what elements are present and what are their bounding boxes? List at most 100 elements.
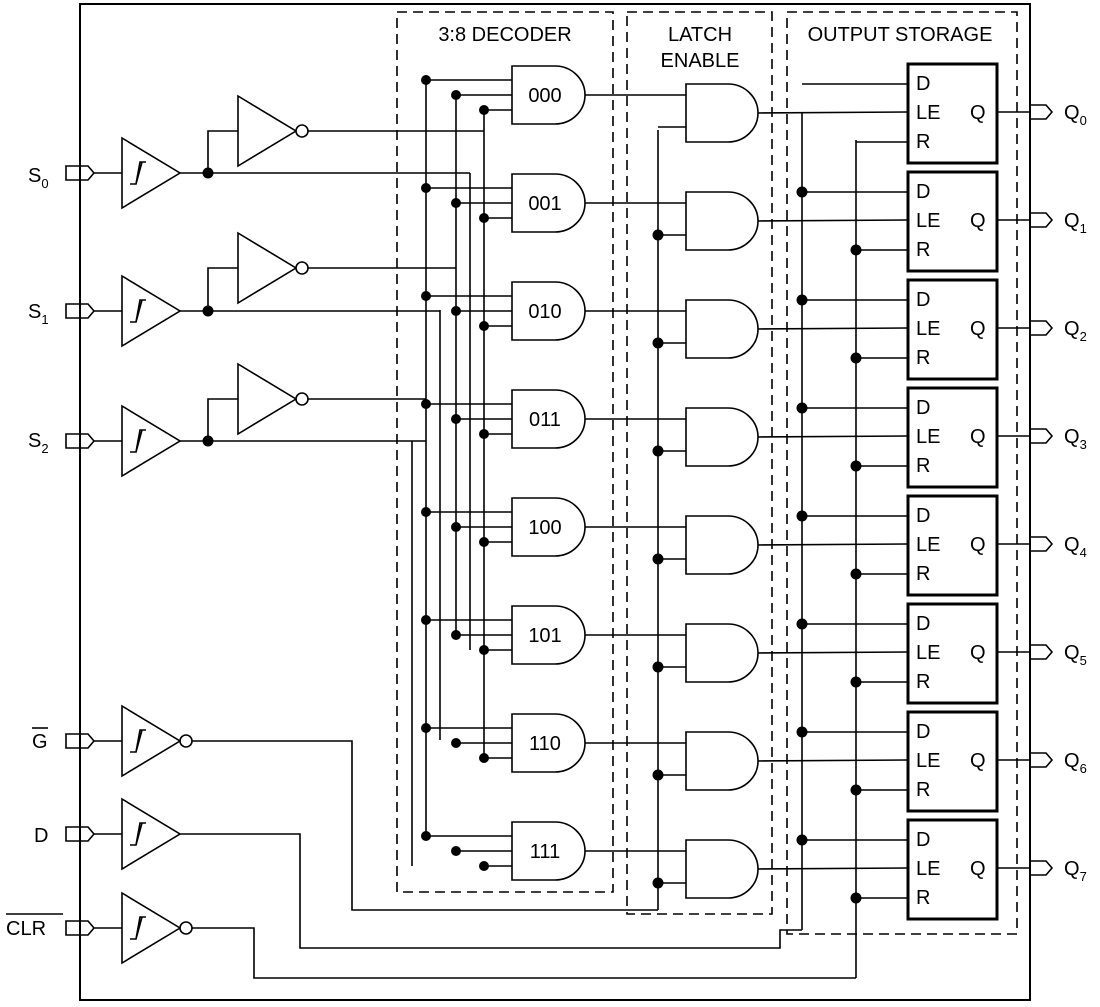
enable-to-le-wire bbox=[757, 759, 909, 762]
decoder-and-gate bbox=[511, 281, 586, 341]
decoder-row-junction bbox=[451, 522, 461, 532]
decoder-row-junction bbox=[421, 831, 431, 841]
decoder-row-junction bbox=[421, 75, 431, 85]
decoder-row-junction bbox=[451, 738, 461, 748]
decoder-row-junction bbox=[479, 429, 489, 439]
decoder-row-junction bbox=[421, 615, 431, 625]
decoder-row-junction bbox=[451, 414, 461, 424]
latch-box bbox=[906, 818, 999, 921]
latch-pin-r: R bbox=[916, 779, 930, 801]
select-inverters bbox=[237, 94, 309, 436]
latch-pin-le: LE bbox=[916, 318, 940, 340]
latch-box bbox=[906, 710, 999, 813]
decoder-row-junction bbox=[479, 861, 489, 871]
latch-pin-d: D bbox=[916, 721, 930, 743]
latch-title-line1: LATCH bbox=[668, 24, 732, 46]
enable-and-gate bbox=[685, 407, 759, 467]
latch-pin-d: D bbox=[916, 397, 930, 419]
decoder-rails bbox=[411, 80, 485, 866]
output-label: Q1 bbox=[1064, 210, 1087, 236]
decoder-code-label: 010 bbox=[528, 301, 561, 323]
decoder-row-junction bbox=[479, 537, 489, 547]
output-storage-section bbox=[786, 11, 1018, 935]
latch-enable-section bbox=[626, 11, 773, 915]
decoder-row-junction bbox=[421, 291, 431, 301]
decoder-row-junction bbox=[421, 399, 431, 409]
chip-outline bbox=[79, 3, 1031, 1001]
enable-to-le-wire bbox=[757, 543, 909, 546]
decoder-code-label: 101 bbox=[528, 625, 561, 647]
input-label-s0: S0 bbox=[28, 165, 49, 191]
enable-to-le-wire bbox=[757, 651, 909, 654]
latch-pin-r: R bbox=[916, 563, 930, 585]
latch-pin-le: LE bbox=[916, 102, 940, 124]
decoder-and-gate bbox=[511, 65, 586, 125]
output-pin bbox=[1029, 752, 1054, 768]
input-label-d: D bbox=[34, 825, 48, 847]
output-label: Q3 bbox=[1064, 426, 1087, 452]
control-rails bbox=[180, 112, 857, 979]
input-pins bbox=[65, 165, 96, 936]
latch-box bbox=[906, 602, 999, 705]
latch-box bbox=[906, 386, 999, 489]
output-label: Q5 bbox=[1064, 642, 1087, 668]
latch-pin-q: Q bbox=[970, 534, 986, 556]
latch-pin-r: R bbox=[916, 239, 930, 261]
enable-and-gate bbox=[685, 515, 759, 575]
latch-pin-d: D bbox=[916, 505, 930, 527]
input-label-clr: CLR bbox=[6, 918, 46, 940]
schmitt-buffers bbox=[121, 136, 193, 965]
latch-pin-q: Q bbox=[970, 210, 986, 232]
select-junctions bbox=[202, 167, 214, 447]
enable-to-le-wire bbox=[757, 867, 909, 870]
storage-title: OUTPUT STORAGE bbox=[808, 24, 993, 46]
enable-and-gate bbox=[685, 839, 759, 899]
latch-pin-r: R bbox=[916, 347, 930, 369]
latch-pin-le: LE bbox=[916, 426, 940, 448]
decoder-row-junction bbox=[479, 105, 489, 115]
decoder-row-junction bbox=[421, 183, 431, 193]
input-label-s1: S1 bbox=[28, 301, 49, 327]
decoder-section bbox=[396, 11, 614, 893]
select-wires bbox=[180, 130, 484, 442]
decoder-and-gate bbox=[511, 173, 586, 233]
latch-box bbox=[906, 170, 999, 273]
decoder-row-junction bbox=[451, 198, 461, 208]
latch-pin-q: Q bbox=[970, 750, 986, 772]
output-label: Q2 bbox=[1064, 318, 1087, 344]
output-pin bbox=[1029, 428, 1054, 444]
enable-and-gate bbox=[685, 191, 759, 251]
output-label: Q0 bbox=[1064, 102, 1087, 128]
enable-and-gate bbox=[685, 623, 759, 683]
latch-pin-q: Q bbox=[970, 858, 986, 880]
latch-pin-r: R bbox=[916, 887, 930, 909]
output-pin bbox=[1029, 860, 1054, 876]
decoder-row-junction bbox=[479, 753, 489, 763]
decoder-and-gate bbox=[511, 389, 586, 449]
decoder-and-gate bbox=[511, 713, 586, 773]
latch-pin-r: R bbox=[916, 455, 930, 477]
input-label-g: G bbox=[32, 731, 48, 753]
enable-and-gate bbox=[685, 83, 759, 143]
decoder-and-gate bbox=[511, 497, 586, 557]
latch-pin-q: Q bbox=[970, 102, 986, 124]
decoder-row-junction bbox=[479, 213, 489, 223]
latch-pin-q: Q bbox=[970, 318, 986, 340]
latch-box bbox=[906, 62, 999, 165]
output-label: Q7 bbox=[1064, 858, 1087, 884]
output-pin bbox=[1029, 104, 1054, 120]
enable-and-gate bbox=[685, 299, 759, 359]
latch-pin-le: LE bbox=[916, 642, 940, 664]
latch-pin-r: R bbox=[916, 671, 930, 693]
latch-pin-d: D bbox=[916, 181, 930, 203]
enable-to-le-wire bbox=[757, 435, 909, 438]
decoder-and-gate bbox=[511, 821, 586, 881]
enable-to-le-wire bbox=[757, 111, 909, 114]
latch-title-line2: ENABLE bbox=[661, 50, 740, 72]
latch-pin-d: D bbox=[916, 613, 930, 635]
decoder-code-label: 011 bbox=[529, 409, 561, 431]
